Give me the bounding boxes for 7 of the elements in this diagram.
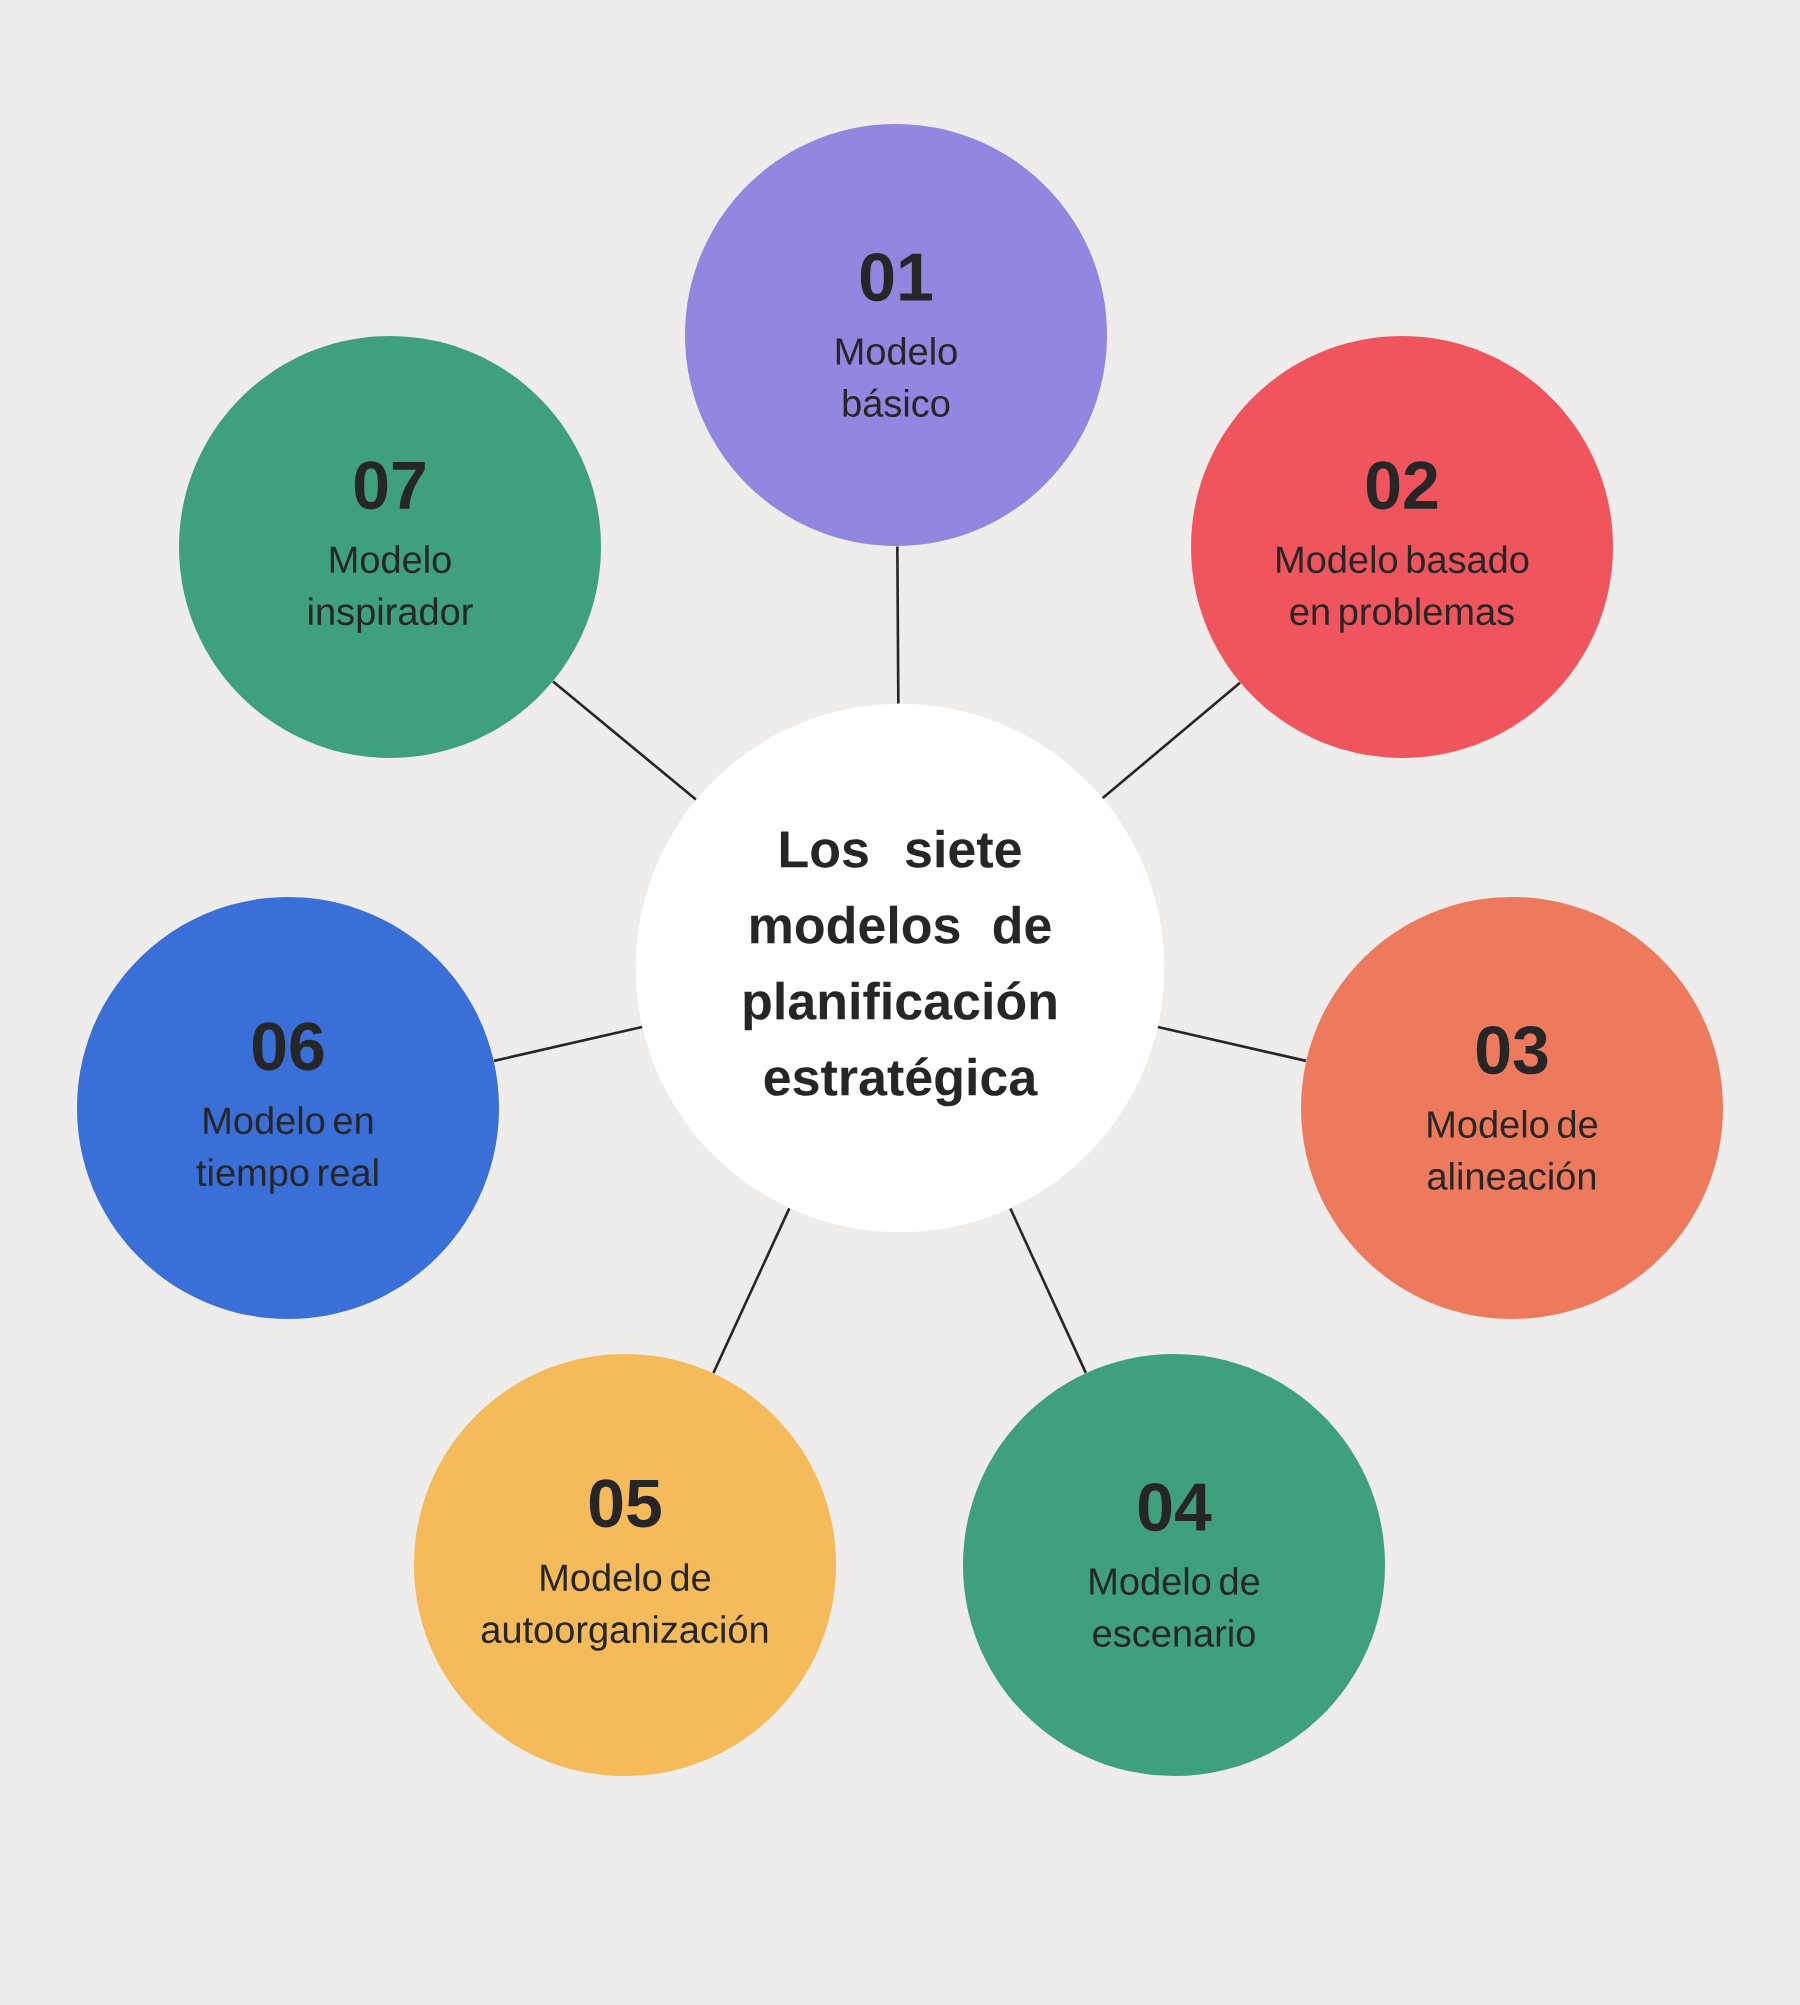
connector-line <box>493 1025 643 1063</box>
connector-line <box>1009 1207 1088 1374</box>
connector-line <box>1101 681 1241 799</box>
connector-line <box>712 1207 791 1374</box>
connector-line <box>1157 1025 1307 1063</box>
connector-line <box>896 546 900 704</box>
connector-line <box>552 680 697 801</box>
